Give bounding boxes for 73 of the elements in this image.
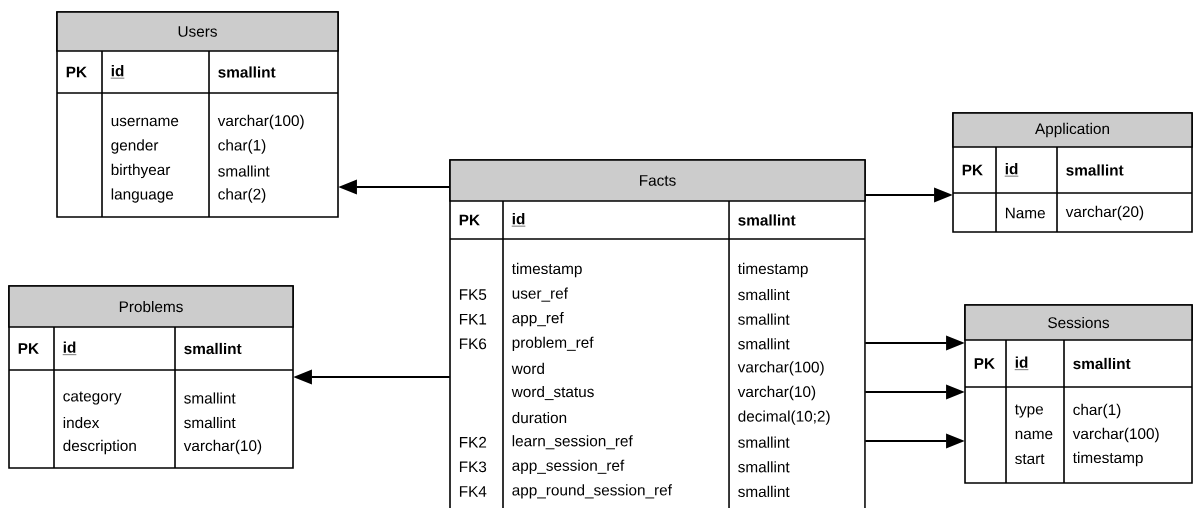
column-name: name: [1015, 430, 1053, 440]
column-name: index: [63, 416, 100, 429]
column-name: id: [1004, 163, 1019, 177]
key-label: PK: [962, 164, 983, 176]
key-label: FK1: [459, 313, 487, 325]
key-label: PK: [459, 214, 480, 226]
data-type: varchar(10): [183, 439, 262, 455]
database-table: [449, 159, 866, 508]
data-type: timestamp: [737, 262, 808, 278]
column-name: username: [111, 117, 179, 127]
key-label: FK3: [459, 461, 487, 473]
data-type: smallint: [738, 461, 790, 473]
column-name: word_status: [511, 385, 594, 401]
table-header: Sessions: [964, 304, 1193, 341]
data-type: varchar(100): [217, 114, 304, 130]
data-type: char(2): [218, 188, 266, 203]
column-name: app_session_ref: [512, 459, 625, 474]
column-name: description: [63, 439, 136, 455]
data-type: varchar(10): [737, 385, 816, 401]
column-name: word: [511, 362, 544, 375]
data-type: smallint: [738, 338, 790, 350]
column-name: gender: [111, 139, 159, 154]
column-name: problem_ref: [512, 336, 594, 351]
data-type: smallint: [1066, 164, 1124, 176]
key-label: PK: [66, 66, 87, 78]
column-name: Name: [1005, 207, 1045, 219]
key-label: FK4: [459, 486, 487, 497]
column-name: start: [1015, 454, 1045, 465]
data-type: varchar(100): [737, 361, 824, 376]
data-type: varchar(20): [1065, 205, 1144, 221]
data-type: smallint: [218, 165, 270, 177]
key-label: FK2: [459, 436, 487, 448]
column-name: duration: [512, 412, 567, 424]
data-type: smallint: [738, 289, 790, 301]
data-type: decimal(10;2): [738, 410, 830, 425]
database-table: [8, 285, 294, 469]
column-name: app_round_session_ref: [512, 484, 672, 499]
column-name: learn_session_ref: [512, 435, 633, 450]
data-type: smallint: [738, 436, 790, 448]
key-label: PK: [18, 343, 39, 354]
data-type: smallint: [184, 392, 236, 404]
data-type: smallint: [738, 485, 790, 498]
column-name: user_ref: [512, 287, 568, 302]
data-type: smallint: [184, 416, 236, 429]
table-header: Facts: [449, 159, 866, 202]
data-type: char(1): [218, 139, 266, 154]
column-name: birthyear: [111, 163, 171, 179]
column-name: id: [1014, 356, 1029, 370]
data-type: smallint: [184, 342, 242, 355]
table-header: Users: [56, 11, 339, 52]
data-type: smallint: [738, 313, 790, 325]
column-name: id: [62, 341, 77, 355]
database-table: [964, 304, 1193, 484]
table-header: Application: [952, 112, 1193, 148]
key-label: FK6: [459, 338, 487, 350]
column-name: language: [111, 188, 174, 203]
data-type: char(1): [1073, 403, 1121, 419]
data-type: timestamp: [1072, 451, 1143, 467]
data-type: smallint: [738, 214, 796, 226]
column-name: timestamp: [511, 262, 582, 278]
database-table: [952, 112, 1193, 233]
column-name: id: [110, 65, 125, 79]
column-name: category: [63, 391, 122, 405]
key-label: FK5: [459, 289, 487, 300]
column-name: id: [511, 213, 526, 227]
column-name: app_ref: [512, 312, 564, 327]
database-table: [56, 11, 339, 218]
column-name: type: [1014, 404, 1043, 418]
key-label: PK: [974, 358, 995, 369]
data-type: smallint: [218, 66, 276, 78]
data-type: varchar(100): [1072, 427, 1159, 443]
table-header: Problems: [8, 285, 294, 328]
data-type: smallint: [1073, 357, 1131, 370]
